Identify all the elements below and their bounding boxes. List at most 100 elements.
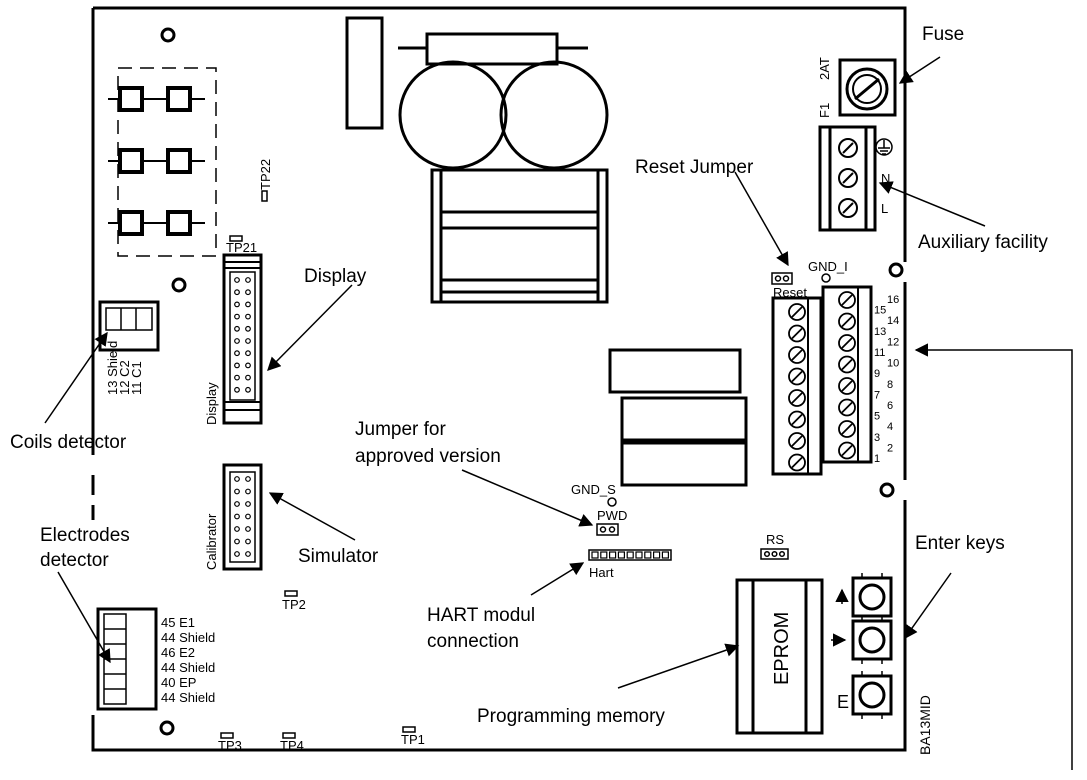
rs-label: RS xyxy=(766,532,784,547)
pin-dot xyxy=(245,488,251,495)
terminal-number: 10 xyxy=(887,358,899,370)
pin-square xyxy=(626,551,634,559)
screw-icon xyxy=(788,324,806,343)
callout-coils: Coils detector xyxy=(10,432,127,453)
test-points xyxy=(220,590,416,739)
pin-dot xyxy=(245,551,251,557)
pin-dot xyxy=(234,289,240,296)
screw-icon xyxy=(788,410,806,429)
gnd-i-label: GND_I xyxy=(808,259,848,274)
screw-icon xyxy=(788,453,806,472)
terminal-number: 14 xyxy=(887,315,899,327)
eprom-label: EPROM xyxy=(771,612,793,685)
terminal-number: 11 xyxy=(874,347,885,359)
terminal-number: 6 xyxy=(887,400,893,412)
board-outline xyxy=(91,6,907,752)
display-connector: Display xyxy=(204,253,263,425)
tp22-label: TP22 xyxy=(258,159,273,190)
hart-label: Hart xyxy=(589,565,614,580)
terminal-number: 13 xyxy=(874,326,886,338)
pwd-jumper: GND_S PWD xyxy=(571,482,627,536)
aux-n-label: N xyxy=(881,171,890,186)
tp1-label: TP1 xyxy=(401,732,425,747)
pin-dot xyxy=(234,501,240,507)
pin-square xyxy=(652,551,661,559)
terminal-number: 15 xyxy=(874,305,886,317)
pin-dot xyxy=(234,277,240,283)
key-e-label: E xyxy=(837,692,849,712)
terminal-number: 3 xyxy=(874,432,880,444)
screw-icon xyxy=(838,441,856,460)
terminal-number: 16 xyxy=(887,294,899,306)
pin-dot xyxy=(234,488,240,495)
mounting-holes xyxy=(159,27,904,736)
calibrator-conn-label: Calibrator xyxy=(204,513,219,570)
doc-id-label: BA13MID xyxy=(917,695,933,755)
callout-display: Display xyxy=(304,266,367,287)
screw-icon xyxy=(838,398,856,417)
reset-jumper: Reset GND_I xyxy=(771,259,848,300)
screw-icon xyxy=(788,367,806,386)
pin-dot xyxy=(234,538,240,545)
electrode-term-label: 40 EP xyxy=(161,675,196,690)
calibrator-connector: Calibrator xyxy=(204,463,263,571)
pin-dot xyxy=(245,476,251,482)
pin-dot xyxy=(245,301,251,308)
callout-jumper-1: Jumper for xyxy=(355,419,446,440)
callout-hart-1: HART modul xyxy=(427,605,535,626)
pin-dot xyxy=(234,476,240,482)
fuse-ref-label: F1 xyxy=(817,103,832,118)
pin-dot xyxy=(234,386,240,393)
pin-dot xyxy=(245,513,251,520)
terminal-number: 12 xyxy=(887,336,899,348)
eprom-chip: EPROM xyxy=(735,578,824,735)
pin-square xyxy=(600,551,608,559)
electrode-term-label: 45 E1 xyxy=(161,615,195,630)
screw-icon xyxy=(838,377,856,395)
callout-programming: Programming memory xyxy=(477,706,665,727)
callout-jumper-2: approved version xyxy=(355,446,501,467)
enter-keys: E xyxy=(831,573,893,719)
callout-labels: Fuse Reset Jumper Auxiliary facility Dis… xyxy=(10,24,1048,727)
coil-term-label: 13 Shield xyxy=(105,341,120,395)
screw-icon xyxy=(838,355,856,374)
pin-dot xyxy=(245,386,251,393)
pin-square xyxy=(591,551,599,559)
pin-dot xyxy=(234,338,240,344)
tp2-label: TP2 xyxy=(282,597,306,612)
pin-dot xyxy=(234,513,240,520)
rs-header: RS xyxy=(760,532,789,560)
pin-square xyxy=(661,551,670,559)
hart-header: Hart xyxy=(588,549,672,580)
callout-simulator: Simulator xyxy=(298,546,379,567)
pin-dot xyxy=(245,325,251,332)
screw-icon xyxy=(838,420,856,438)
callout-fuse: Fuse xyxy=(922,24,964,45)
ground-icon xyxy=(875,138,893,156)
electrode-term-label: 44 Shield xyxy=(161,660,215,675)
tp22-pad xyxy=(261,190,268,202)
screw-icon xyxy=(788,432,806,450)
screw-icon xyxy=(788,389,806,407)
electrode-term-label: 46 E2 xyxy=(161,645,195,660)
pin-dot xyxy=(234,526,240,532)
coil-term-label: 12 C2 xyxy=(117,360,132,395)
terminal-number: 8 xyxy=(887,379,893,391)
tp4-label: TP4 xyxy=(280,738,304,753)
aux-terminal-block: N L xyxy=(818,125,893,232)
pin-dot xyxy=(245,374,251,381)
tp21-label: TP21 xyxy=(226,240,257,255)
electrode-term-label: 44 Shield xyxy=(161,630,215,645)
callout-reset-jumper: Reset Jumper xyxy=(635,157,754,178)
terminal-number: 7 xyxy=(874,389,880,401)
callout-auxiliary: Auxiliary facility xyxy=(918,232,1048,253)
pin-dot xyxy=(245,289,251,296)
gnd-s-label: GND_S xyxy=(571,482,616,497)
callout-enter-keys: Enter keys xyxy=(915,533,1005,554)
tp21-pad xyxy=(229,235,243,242)
pin-square xyxy=(608,551,617,559)
terminal-number: 2 xyxy=(887,442,893,454)
pin-dot xyxy=(245,538,251,545)
